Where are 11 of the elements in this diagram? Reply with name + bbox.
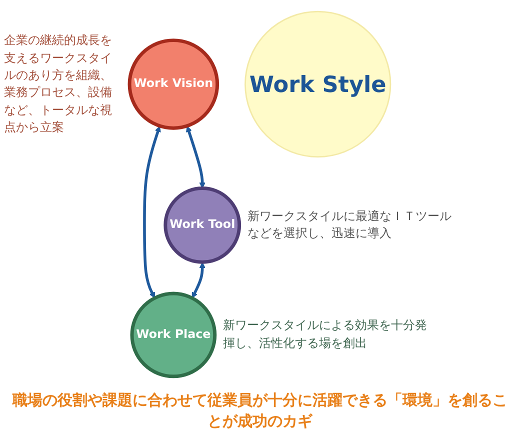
node-circle: Work Style [244,10,392,158]
arrow [143,126,161,298]
node-description: 新ワークスタイルによる効果を十分発揮し、活性化する場を創出 [222,317,428,352]
arrow [192,262,206,298]
node-description: 企業の継続的成長を支えるワークスタイルのあり方を組織、業務プロセス、設備など、トータルな視点から立案 [4,32,113,136]
node-description: 新ワークスタイルに最適なＩＴツールなどを選択し、迅速に導入 [247,208,452,242]
node-circle: Work Tool [164,186,242,264]
node-circle: Work Vision [128,38,220,130]
caption: 職場の役割や課題に合わせて従業員が十分に活躍できる「環境」を創ることが成功のカギ [11,390,508,432]
node-circle: Work Place [130,292,217,378]
arrow [186,126,206,188]
